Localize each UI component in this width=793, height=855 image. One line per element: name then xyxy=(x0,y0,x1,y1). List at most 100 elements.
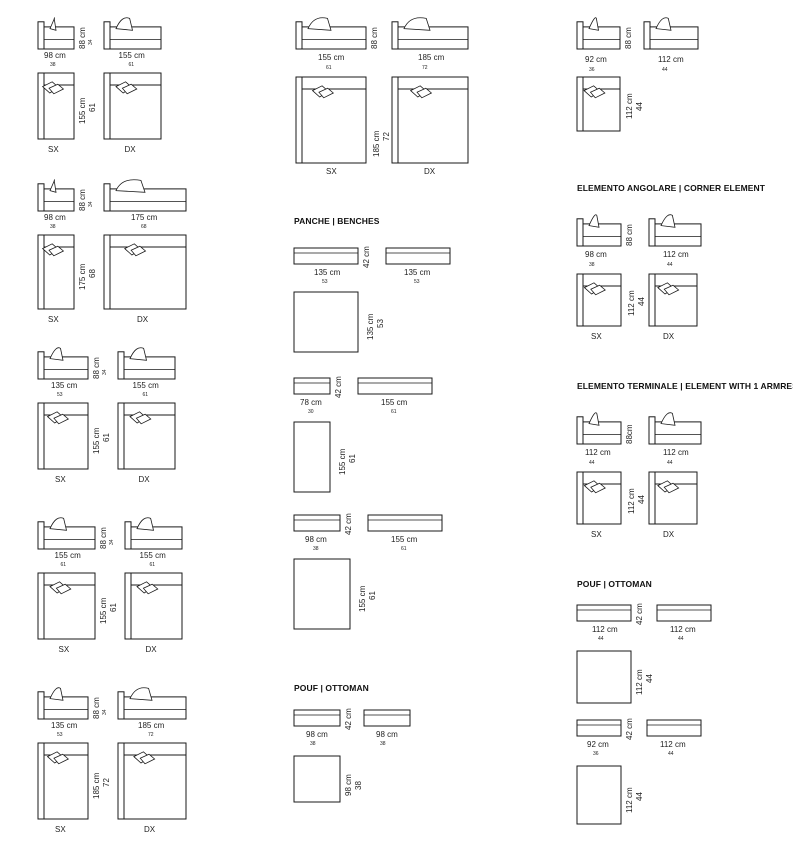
ottoman-right-1-width1-in: 36 xyxy=(593,751,599,757)
col1-3-dx-label: DX xyxy=(145,645,157,654)
bench-2-depth-in: 61 xyxy=(368,591,377,600)
bench-1-front-b xyxy=(357,377,433,395)
terminal-plan-dx-cushion-1 xyxy=(663,482,680,494)
ottoman-mid-width1-in: 38 xyxy=(310,741,316,747)
col1-2-plan-sx-back xyxy=(37,402,89,416)
col1-2-elev-a-arm xyxy=(37,351,45,380)
col1-4-height-in: 34 xyxy=(102,709,108,715)
col1-4-height-cm: 88 cm xyxy=(92,697,101,719)
col1-2-width2-in: 61 xyxy=(142,392,149,398)
corner-elev-a-arm xyxy=(576,218,584,247)
terminal-plan-dx-armrest xyxy=(648,471,656,525)
col2-top-depth-in: 72 xyxy=(382,132,391,141)
corner-plan-sx-back xyxy=(576,273,622,287)
col1-0-plan-dx-cushion-1 xyxy=(121,83,138,95)
corner-depth-cm: 112 cm xyxy=(627,290,636,316)
bench-1-width2-cm: 155 cm xyxy=(381,398,408,407)
bench-2-width1-in: 38 xyxy=(313,546,319,552)
col1-3-width2-in: 61 xyxy=(149,562,156,568)
col1-4-depth-cm: 185 cm xyxy=(92,772,101,799)
col1-3-plan-dx-cushion-1 xyxy=(142,583,159,595)
col2-top-plan-dx-cushion-1 xyxy=(416,87,433,99)
bench-2-front-a xyxy=(293,514,341,532)
col1-3-elev-b-pillow xyxy=(136,517,155,531)
bench-2-plan xyxy=(293,558,351,630)
col1-4-plan-sx-cushion-1 xyxy=(53,753,70,765)
col1-0-plan-dx-back xyxy=(103,72,162,86)
ottoman-right-0-depth-in: 44 xyxy=(645,674,654,683)
bench-2-front-b xyxy=(367,514,443,532)
header-ottoman-mid: POUF | OTTOMAN xyxy=(294,683,369,693)
col2-top-plan-sx-back xyxy=(295,76,367,90)
col1-1-plan-dx-cushion-1 xyxy=(130,245,147,257)
col1-4-plan-dx-armrest xyxy=(117,742,125,820)
corner-plan-dx-back xyxy=(648,273,698,287)
bench-2-width1-cm: 98 cm xyxy=(305,535,327,544)
col1-0-elev-a-pillow xyxy=(49,17,57,31)
col1-2-width1-cm: 135 cm xyxy=(51,381,78,390)
col1-1-height-in: 34 xyxy=(88,201,94,207)
col1-0-elev-b-arm xyxy=(103,21,111,50)
ottoman-mid-height-cm: 42 cm xyxy=(344,708,353,730)
ottoman-mid-width2-cm: 98 cm xyxy=(376,730,398,739)
bench-1-front-a xyxy=(293,377,331,395)
corner-plan-sx-cushion-1 xyxy=(590,284,606,296)
col1-1-plan-sx-armrest xyxy=(37,234,45,310)
col1-3-width1-in: 61 xyxy=(60,562,67,568)
ottoman-right-0-height-cm: 42 cm xyxy=(635,603,644,625)
col1-2-height-in: 34 xyxy=(102,369,108,375)
col1-3-depth-cm: 155 cm xyxy=(99,597,108,624)
col1-4-width1-cm: 135 cm xyxy=(51,721,78,730)
col2-top-elev-a-pillow xyxy=(307,17,332,31)
corner-plan-dx-armrest xyxy=(648,273,656,327)
ottoman-right-1-plan xyxy=(576,765,622,825)
col1-0-plan-dx-armrest xyxy=(103,72,111,140)
col1-3-width2-cm: 155 cm xyxy=(139,551,166,560)
col1-1-plan-sx-cushion-1 xyxy=(48,245,65,257)
col1-3-height-cm: 88 cm xyxy=(99,527,108,549)
col1-3-sx-label: SX xyxy=(58,645,70,654)
col2-top-dx-label: DX xyxy=(424,167,436,176)
col1-2-plan-dx-armrest xyxy=(117,402,125,470)
col1-4-plan-sx-back xyxy=(37,742,89,756)
col1-4-width1-in: 53 xyxy=(57,732,63,738)
terminal-elev-a-pillow xyxy=(588,412,600,426)
col2-top-width1-in: 61 xyxy=(326,65,332,71)
corner-elev-b-pillow xyxy=(660,214,676,228)
col2-top-plan-dx-outline xyxy=(391,76,469,164)
bench-1-width2-in: 61 xyxy=(391,409,397,415)
bench-2-depth-cm: 155 cm xyxy=(358,585,367,612)
terminal-sx-label: SX xyxy=(591,530,602,539)
col1-0-elev-a-arm xyxy=(37,21,45,50)
col3-top-elev-a-pillow xyxy=(588,17,599,31)
terminal-plan-sx-cushion-1 xyxy=(590,482,606,494)
col1-4-elev-b-pillow xyxy=(129,687,153,701)
col1-0-width2-cm: 155 cm xyxy=(118,51,145,60)
col1-0-width2-in: 61 xyxy=(128,62,135,68)
ottoman-mid-plan xyxy=(293,755,341,803)
col1-1-elev-a-arm xyxy=(37,183,45,212)
bench-0-plan xyxy=(293,291,359,353)
col3-top-width1-in: 36 xyxy=(589,67,595,73)
col1-1-width2-cm: 175 cm xyxy=(131,213,158,222)
col1-1-width1-cm: 98 cm xyxy=(44,213,66,222)
col1-4-sx-label: SX xyxy=(55,825,66,834)
col2-top-plan-sx-cushion-1 xyxy=(318,87,335,99)
ottoman-right-1-depth-in: 44 xyxy=(635,792,644,801)
ottoman-right-1-width1-cm: 92 cm xyxy=(587,740,609,749)
ottoman-mid-front-a xyxy=(293,709,341,727)
col1-1-depth-cm: 175 cm xyxy=(78,263,87,290)
col1-2-width2-cm: 155 cm xyxy=(132,381,159,390)
col1-1-depth-in: 68 xyxy=(88,269,97,278)
bench-2-width2-in: 61 xyxy=(401,546,407,552)
col3-top-depth-in: 44 xyxy=(635,102,644,111)
col1-3-plan-sx-back xyxy=(37,572,96,586)
corner-depth-in: 44 xyxy=(637,297,646,306)
terminal-width2-in: 44 xyxy=(667,460,673,466)
ottoman-mid-depth-cm: 98 cm xyxy=(344,774,353,796)
col1-3-width1-cm: 155 cm xyxy=(54,551,81,560)
bench-0-width1-in: 53 xyxy=(322,279,328,285)
col2-top-depth-cm: 185 cm xyxy=(372,130,381,157)
col3-top-width2-in: 44 xyxy=(662,67,668,73)
